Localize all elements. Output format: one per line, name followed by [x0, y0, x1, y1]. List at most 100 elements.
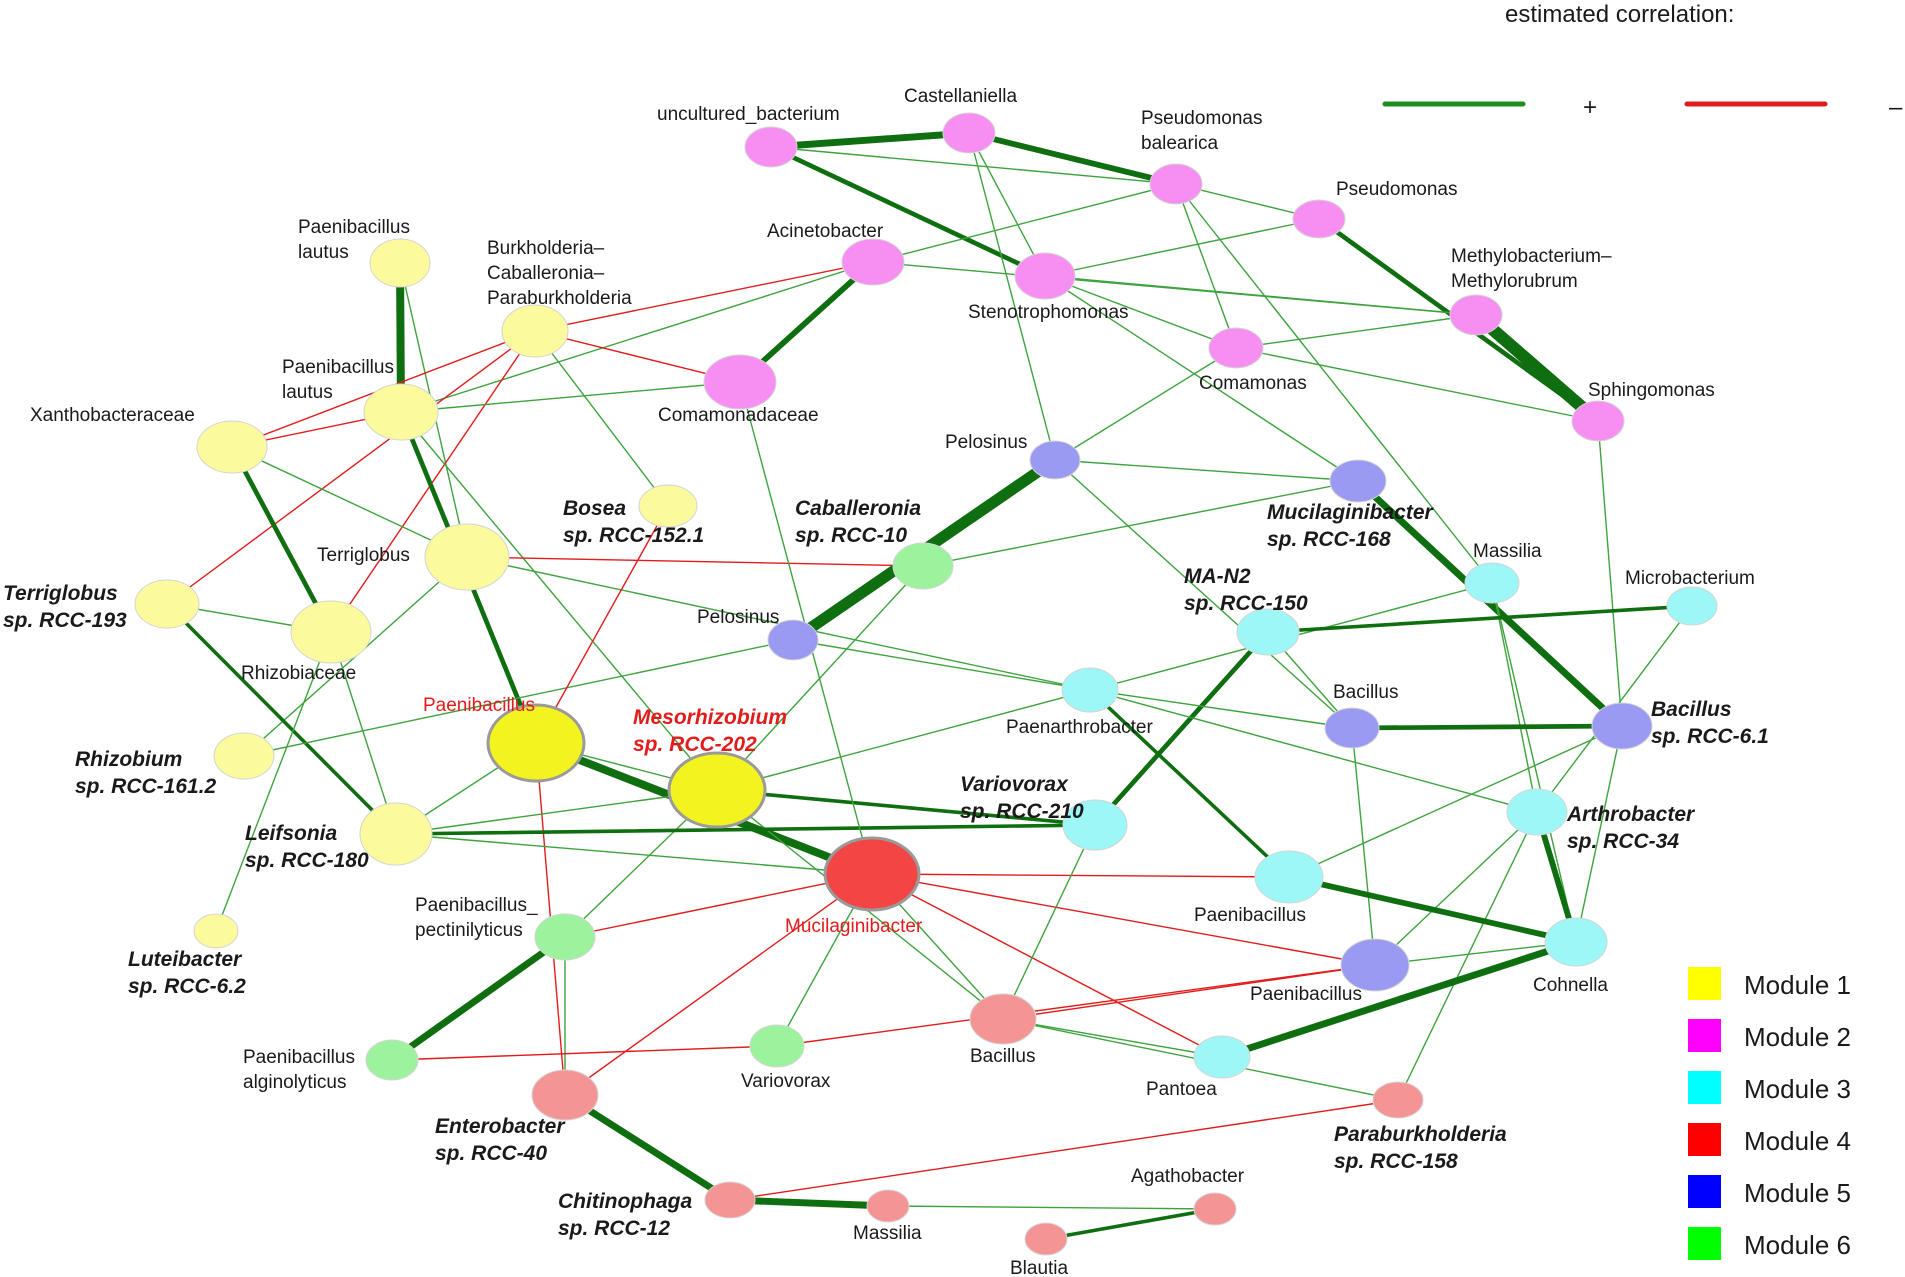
node-label-line: Pseudomonas — [1141, 108, 1262, 129]
edge-entero-chitino — [561, 1091, 734, 1204]
node-label-bacM5: Bacillus — [1333, 682, 1398, 703]
node-caball — [892, 542, 954, 590]
node-label-line: Terriglobus — [3, 582, 118, 605]
node-chitino — [704, 1181, 756, 1219]
node-label-line: sp. RCC-180 — [245, 849, 369, 872]
edge-comam-sphingo — [1235, 347, 1599, 422]
legend-swatch-module-3 — [1688, 1071, 1721, 1104]
node-label-line: Acinetobacter — [767, 221, 884, 242]
edge-pelos1-muci168 — [1054, 459, 1359, 482]
legend-label-module-1: Module 1 — [1744, 970, 1851, 1000]
edge-uncult-pbal — [770, 146, 1177, 185]
node-label-line: pectinilyticus — [415, 920, 523, 941]
node-steno — [1014, 252, 1076, 300]
node-terri193 — [134, 579, 200, 629]
node-label-line: Bacillus — [970, 1046, 1035, 1067]
node-label-line: sp. RCC-10 — [795, 524, 907, 547]
edge-mucihub-ppect — [564, 873, 873, 938]
node-label-line: Cohnella — [1533, 975, 1608, 996]
node-label-rhizob: Rhizobiaceae — [241, 663, 356, 684]
node-comam — [1208, 327, 1264, 369]
edge-plautus2-meso — [400, 411, 718, 791]
node-label-blautia: Blautia — [1010, 1258, 1069, 1277]
legend-negative-symbol: – — [1889, 94, 1903, 121]
edge-bac61-paeniM3 — [1288, 725, 1623, 878]
edge-palg-vario6 — [391, 1045, 778, 1061]
legend-label-module-6: Module 6 — [1744, 1230, 1851, 1260]
node-label-line: sp. RCC-161.2 — [75, 775, 217, 798]
edge-bacM5-paeniM5 — [1351, 727, 1376, 966]
edge-paeniM3-mucihub — [871, 873, 1290, 878]
node-label-acineto: Acinetobacter — [767, 221, 884, 242]
node-muci168 — [1329, 459, 1387, 503]
node-vario210 — [1062, 799, 1128, 851]
node-label-line: Mucilaginibacter — [1267, 501, 1435, 524]
node-label-line: Comamonadaceae — [658, 405, 819, 426]
node-agatho — [1193, 1192, 1237, 1226]
edge-plautus2-comamceae — [400, 381, 741, 413]
edge-bcp-bosea — [534, 330, 669, 507]
node-label-pseudo: Pseudomonas — [1336, 179, 1457, 200]
node-cohn — [1544, 917, 1608, 967]
node-label-line: Paenibacillus_ — [415, 895, 538, 916]
node-label-line: sp. RCC-150 — [1184, 592, 1308, 615]
node-label-line: Rhizobiaceae — [241, 663, 356, 684]
edge-massM4-agatho — [887, 1205, 1216, 1210]
node-rhiz161 — [213, 732, 275, 780]
node-paeniM3 — [1254, 850, 1324, 904]
node-label-line: Variovorax — [960, 773, 1069, 796]
node-label-line: Burkholderia– — [487, 238, 605, 259]
edge-pbal-massM3 — [1175, 183, 1493, 584]
legend: estimated correlation: + – Module 1Modul… — [1382, 1, 1903, 1260]
node-label-line: Enterobacter — [435, 1115, 566, 1138]
node-label-cohn: Cohnella — [1533, 975, 1608, 996]
node-comamceae — [703, 354, 777, 410]
edge-methylo-steno — [1044, 275, 1477, 316]
node-bcp — [501, 304, 569, 358]
edge-arthro-paeniM5 — [1374, 811, 1538, 966]
legend-swatch-module-5 — [1688, 1175, 1721, 1208]
labels-layer: uncultured_bacteriumCastellaniellaPseudo… — [3, 86, 1769, 1277]
node-pelos1 — [1029, 440, 1081, 480]
node-label-pelos1: Pelosinus — [945, 432, 1027, 453]
node-label-line: sp. RCC-6.1 — [1651, 725, 1769, 748]
node-label-line: Paenibacillus — [282, 357, 394, 378]
node-label-line: Mesorhizobium — [633, 706, 787, 729]
edge-meso-vario210 — [715, 788, 1097, 827]
node-label-line: Paenarthrobacter — [1006, 717, 1153, 738]
node-vario6 — [749, 1024, 805, 1068]
node-lutei — [193, 913, 239, 949]
node-bacM5 — [1324, 707, 1380, 749]
node-label-line: Bosea — [563, 497, 626, 520]
edge-arthro-parab — [1397, 811, 1538, 1101]
node-label-leif: Leifsonia sp. RCC-180 — [245, 822, 369, 872]
edge-pseudo-steno — [1044, 218, 1320, 277]
edge-caball-muci168 — [922, 480, 1359, 567]
node-massM3 — [1464, 562, 1520, 604]
node-label-line: Leifsonia — [245, 822, 338, 845]
node-label-agatho: Agathobacter — [1131, 1166, 1245, 1187]
node-label-line: Paenibacillus — [243, 1047, 355, 1068]
node-label-line: Paenibacillus — [1194, 905, 1306, 926]
edge-pbal-acineto — [872, 183, 1177, 263]
node-label-xantho: Xanthobacteraceae — [30, 405, 195, 426]
node-label-line: balearica — [1141, 133, 1219, 154]
node-label-massM3: Massilia — [1473, 541, 1542, 562]
legend-swatch-module-1 — [1688, 967, 1721, 1000]
node-uncult — [744, 126, 798, 168]
node-paeniM1 — [486, 703, 586, 783]
edge-paenar-bacM5 — [1089, 689, 1353, 729]
node-label-line: sp. RCC-168 — [1267, 528, 1391, 551]
node-rhizob — [290, 600, 372, 664]
node-label-pbal: Pseudomonas balearica — [1141, 108, 1262, 154]
edge-terri193-leif — [165, 602, 398, 836]
edge-rhiz161-pelos2 — [243, 639, 794, 757]
node-paenar — [1061, 667, 1119, 713]
